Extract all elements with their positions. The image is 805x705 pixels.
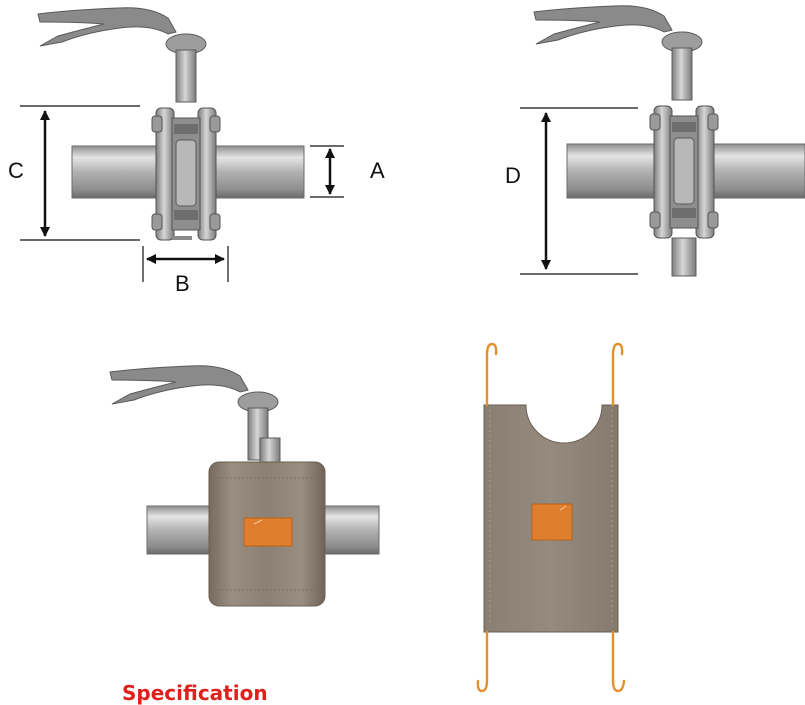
dimension-label-c: C (8, 158, 24, 183)
top-left-hook (485, 342, 498, 407)
dimension-label-a: A (370, 158, 385, 183)
bottom-left-hook (476, 630, 489, 693)
clamp-assembly (151, 107, 221, 241)
valve-dimension-view-abc (20, 7, 344, 282)
dimension-c (20, 105, 140, 241)
dimension-b (142, 246, 229, 282)
valve-handle (109, 365, 279, 461)
valve-stem-lower (671, 237, 697, 277)
clamp-assembly (649, 105, 719, 239)
dimension-a (310, 145, 344, 198)
bottom-right-hook (611, 630, 626, 693)
valve-handle (533, 5, 703, 101)
id-tag-patch (243, 517, 293, 547)
specification-heading: Specification (122, 681, 268, 705)
id-tag-patch (531, 503, 573, 541)
valve-dimension-view-d (520, 5, 805, 277)
dimension-label-d: D (505, 163, 521, 188)
valve-handle (37, 7, 207, 103)
insulated-valve-view (109, 365, 380, 607)
dimension-d (520, 107, 638, 275)
top-right-hook (611, 342, 624, 407)
dimension-label-b: B (175, 271, 190, 296)
flat-jacket-view (476, 342, 626, 693)
